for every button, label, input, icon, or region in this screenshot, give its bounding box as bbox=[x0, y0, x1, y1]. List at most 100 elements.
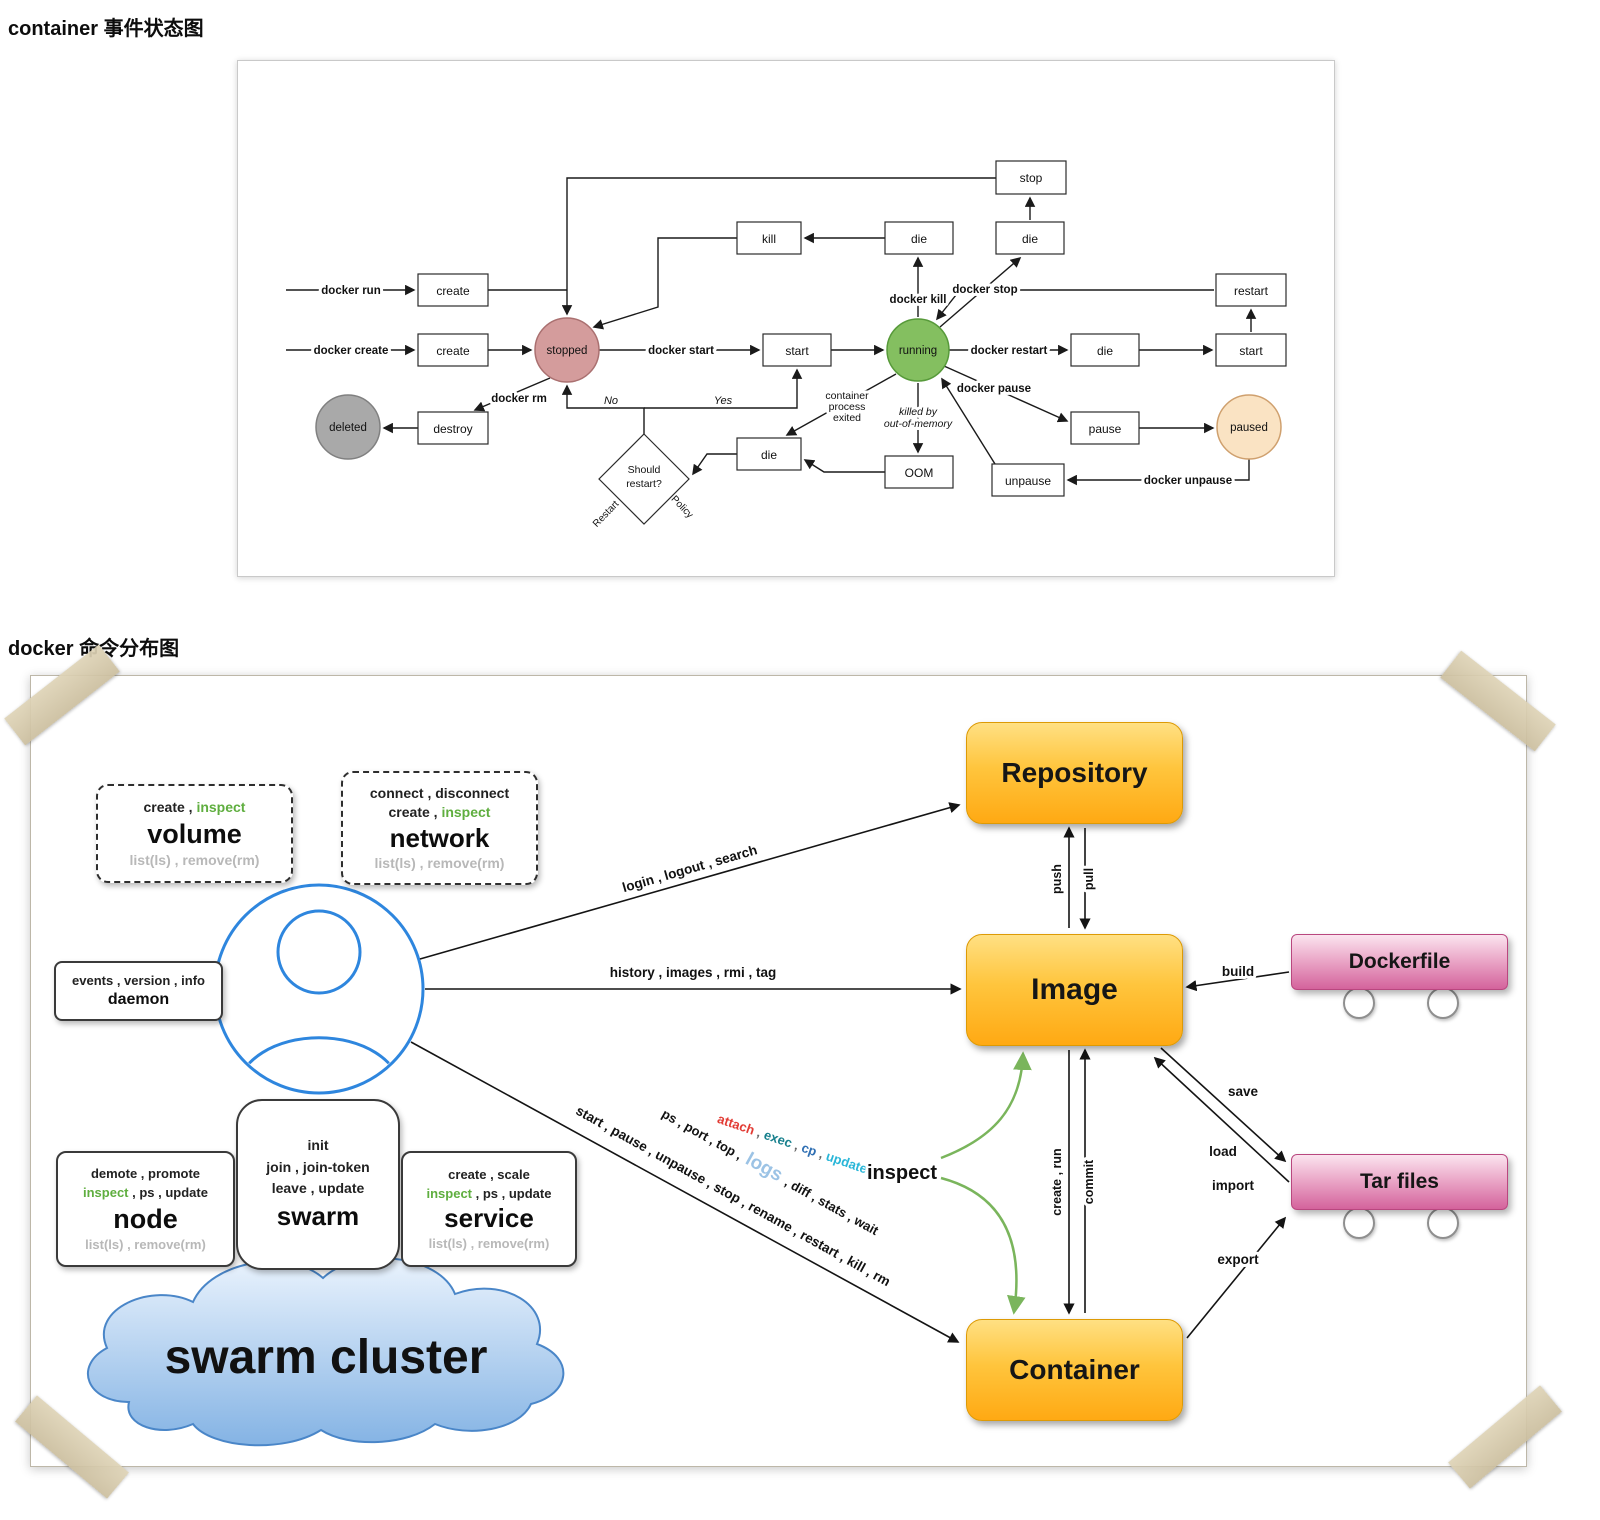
label-docker-stop: docker stop bbox=[952, 284, 1017, 296]
state-paused-label: paused bbox=[1230, 422, 1268, 434]
arrow-inspect-image bbox=[940, 1051, 1032, 1160]
event-die-exit bbox=[736, 437, 802, 471]
state-deleted bbox=[315, 394, 381, 460]
volume-list-remove: list(ls) , remove(rm) bbox=[129, 851, 260, 868]
decision-policy-word1: Restart bbox=[591, 499, 621, 530]
command-arrow-labels: login , logout , search history , images… bbox=[570, 839, 1262, 1292]
event-start-label: start bbox=[785, 344, 809, 358]
docker-command-map: swarm cluster login , logout , search hi… bbox=[86, 802, 1290, 1447]
arrow-export bbox=[1186, 1216, 1287, 1339]
label-docker-create: docker create bbox=[314, 345, 389, 357]
event-pause bbox=[1070, 411, 1140, 445]
transition-labels: docker run docker create docker start do… bbox=[311, 281, 1236, 490]
arrow-stop-to-stopped bbox=[561, 177, 996, 316]
event-die-restart-label: die bbox=[1097, 344, 1113, 358]
state-running bbox=[886, 318, 950, 382]
label-docker-unpause: docker unpause bbox=[1144, 475, 1232, 487]
arrow-docker-rm bbox=[473, 377, 551, 412]
node-list-remove: list(ls) , remove(rm) bbox=[85, 1236, 206, 1252]
label-update: update bbox=[824, 1148, 869, 1176]
label-commit: commit bbox=[1082, 1159, 1096, 1204]
state-stopped-label: stopped bbox=[547, 345, 588, 357]
service-create-line: create , scale bbox=[448, 1166, 530, 1182]
label-docker-rm: docker rm bbox=[491, 393, 547, 405]
section1-title: container 事件状态图 bbox=[8, 18, 204, 40]
arrow-build bbox=[1185, 971, 1290, 992]
label-history: history , images , rmi , tag bbox=[610, 965, 777, 980]
label-export: export bbox=[1217, 1252, 1259, 1267]
label-import: import bbox=[1212, 1178, 1255, 1193]
arrow-login bbox=[419, 802, 961, 960]
image-label: Image bbox=[1031, 973, 1118, 1006]
label-exec: exec bbox=[762, 1127, 794, 1151]
volume-command-group: create , inspect volume list(ls) , remov… bbox=[96, 784, 293, 883]
event-die-kill bbox=[884, 221, 954, 255]
event-oom bbox=[884, 455, 954, 489]
swarm-command-group: init join , join-token leave , update sw… bbox=[236, 1099, 400, 1270]
service-commands-line: inspect , ps , update bbox=[403, 1186, 575, 1203]
node-command-group: demote , promote inspect , ps , update n… bbox=[56, 1151, 235, 1267]
decision-line1: Should bbox=[628, 464, 661, 476]
service-list-remove: list(ls) , remove(rm) bbox=[428, 1236, 550, 1252]
event-stop bbox=[995, 160, 1067, 195]
arrow-save bbox=[1160, 1047, 1287, 1163]
event-unpause-label: unpause bbox=[1005, 474, 1051, 488]
dockerfile-node: Dockerfile bbox=[1291, 934, 1508, 990]
container-node: Container bbox=[966, 1319, 1183, 1421]
state-deleted-label: deleted bbox=[329, 422, 367, 434]
arrow-container-lifecycle bbox=[410, 1041, 960, 1343]
event-destroy bbox=[417, 411, 489, 445]
label-oom-1: killed by bbox=[899, 406, 938, 418]
decision-diamond bbox=[598, 433, 690, 525]
label-yes: Yes bbox=[714, 395, 733, 407]
restart-decision: Should restart? Restart Policy bbox=[591, 433, 695, 530]
tarfiles-node: Tar files bbox=[1291, 1154, 1508, 1210]
event-restart-label: restart bbox=[1234, 284, 1269, 298]
network-command-group: connect , disconnect create , inspect ne… bbox=[341, 771, 538, 885]
node-demote-line: demote , promote bbox=[90, 1166, 201, 1182]
inspect-arrows bbox=[940, 1051, 1032, 1315]
dockerfile-wheel-left bbox=[1343, 987, 1375, 1019]
network-title: network bbox=[389, 822, 490, 853]
swarm-join-line: join , join-token bbox=[266, 1158, 370, 1175]
network-cmd-inspect: inspect bbox=[441, 804, 491, 821]
arrow-inspect-container bbox=[940, 1176, 1026, 1315]
arrow-load-import bbox=[1153, 1056, 1290, 1183]
label-exited-1: container bbox=[825, 390, 869, 402]
service-command-group: create , scale inspect , ps , update ser… bbox=[401, 1151, 577, 1267]
image-node: Image bbox=[966, 934, 1183, 1046]
service-title: service bbox=[444, 1203, 534, 1234]
label-logs: logs bbox=[742, 1149, 786, 1186]
arrow-die-to-decision bbox=[692, 453, 737, 476]
label-no: No bbox=[604, 395, 618, 407]
dockerfile-wheel-right bbox=[1427, 987, 1459, 1019]
label-docker-start: docker start bbox=[648, 345, 714, 357]
dockerfile-label: Dockerfile bbox=[1348, 950, 1451, 973]
event-create-run bbox=[417, 273, 489, 307]
label-oom-2: out-of-memory bbox=[884, 418, 953, 430]
label-create-run: create , run bbox=[1050, 1148, 1064, 1215]
network-list-remove: list(ls) , remove(rm) bbox=[374, 855, 505, 872]
volume-cmd-create: create , bbox=[143, 799, 197, 816]
state-stopped bbox=[534, 317, 600, 383]
label-exited-2: process bbox=[829, 401, 866, 413]
volume-title: volume bbox=[147, 818, 242, 849]
label-build: build bbox=[1222, 964, 1254, 979]
node-title: node bbox=[113, 1203, 178, 1234]
swarm-cluster-cloud: swarm cluster bbox=[86, 1257, 565, 1447]
daemon-commands-line: events , version , info bbox=[72, 972, 205, 988]
docker-command-map-panel: swarm cluster login , logout , search hi… bbox=[30, 675, 1527, 1467]
node-cmd-ps-update: , ps , update bbox=[128, 1184, 208, 1200]
label-docker-kill: docker kill bbox=[890, 294, 947, 306]
event-die-restart bbox=[1070, 333, 1140, 367]
service-cmd-ps-update: , ps , update bbox=[472, 1185, 552, 1201]
container-state-diagram-panel: stopped running deleted paused stop kill… bbox=[237, 60, 1335, 577]
event-create-create-label: create bbox=[436, 344, 470, 358]
event-kill-label: kill bbox=[762, 232, 776, 246]
label-docker-run: docker run bbox=[321, 285, 380, 297]
tarfiles-wheel-left bbox=[1343, 1207, 1375, 1239]
tarfiles-label: Tar files bbox=[1360, 1170, 1439, 1193]
state-circles: stopped running deleted paused bbox=[315, 317, 1282, 460]
swarm-title: swarm bbox=[276, 1200, 360, 1231]
tarfiles-wheel-right bbox=[1427, 1207, 1459, 1239]
